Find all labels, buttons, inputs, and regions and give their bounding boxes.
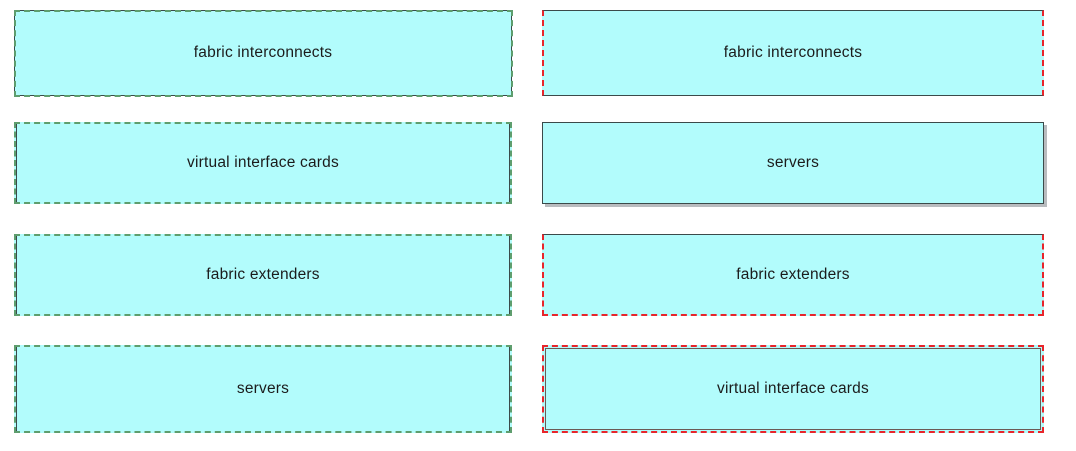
left-item-label: virtual interface cards: [187, 154, 339, 172]
right-item-label: servers: [766, 154, 820, 172]
left-item-virtual-interface-cards[interactable]: virtual interface cards: [14, 122, 512, 204]
right-item-fabric-extenders[interactable]: fabric extenders: [542, 234, 1044, 316]
left-item-fabric-extenders[interactable]: fabric extenders: [14, 234, 512, 316]
right-item-servers[interactable]: servers: [542, 122, 1044, 204]
right-item-label: virtual interface cards: [717, 380, 869, 398]
left-item-label: fabric extenders: [206, 266, 320, 284]
left-item-fabric-interconnects[interactable]: fabric interconnects: [13, 9, 513, 97]
right-item-fabric-interconnects[interactable]: fabric interconnects: [542, 10, 1044, 96]
left-item-servers[interactable]: servers: [14, 345, 512, 433]
left-item-label: fabric interconnects: [193, 44, 333, 62]
right-item-label: fabric interconnects: [723, 44, 863, 62]
left-item-label: servers: [236, 380, 290, 398]
right-item-virtual-interface-cards[interactable]: virtual interface cards: [542, 345, 1044, 433]
right-item-label: fabric extenders: [736, 265, 850, 283]
